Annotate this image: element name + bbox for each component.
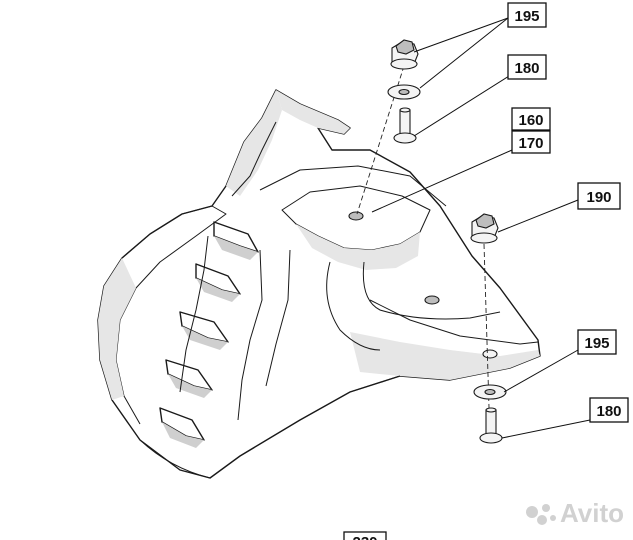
bolt-icon: [479, 407, 503, 444]
callout-195-top: 195: [507, 2, 547, 28]
callout-180-bottom: 180: [589, 397, 629, 423]
washer-icon: [473, 384, 507, 400]
leader-195-bottom: [503, 349, 579, 393]
callout-bottom-partial: 230: [343, 531, 387, 540]
washer-icon: [387, 84, 421, 100]
watermark: Avito: [526, 498, 624, 528]
leader-washer-top: [419, 17, 509, 89]
callout-label: 230: [352, 534, 377, 540]
leader-180-top: [413, 75, 510, 137]
watermark-text: Avito: [560, 498, 624, 528]
callout-label: 190: [586, 189, 611, 206]
bolt-icon: [393, 107, 417, 144]
flange-nut-icon: [470, 213, 499, 244]
callout-label: 170: [518, 135, 543, 152]
underbody-shield-icon: [97, 89, 541, 479]
callout-label: 195: [514, 8, 539, 25]
axis-line-right: [483, 243, 491, 441]
avito-logo-icon: [526, 504, 556, 525]
callout-190: 190: [577, 182, 621, 210]
leader-190: [497, 199, 579, 233]
callout-label: 195: [584, 335, 609, 352]
leader-170: [371, 149, 513, 213]
callout-195-bottom: 195: [577, 329, 617, 355]
callout-label: 160: [518, 112, 543, 129]
callout-170: 170: [511, 130, 551, 154]
leader-180-bottom: [501, 419, 591, 439]
callout-label: 180: [514, 60, 539, 77]
callout-180-top: 180: [507, 54, 547, 80]
flange-nut-icon: [390, 39, 419, 70]
callout-label: 180: [596, 403, 621, 420]
callout-160: 160: [511, 107, 551, 131]
leader-195-top: [413, 17, 509, 53]
